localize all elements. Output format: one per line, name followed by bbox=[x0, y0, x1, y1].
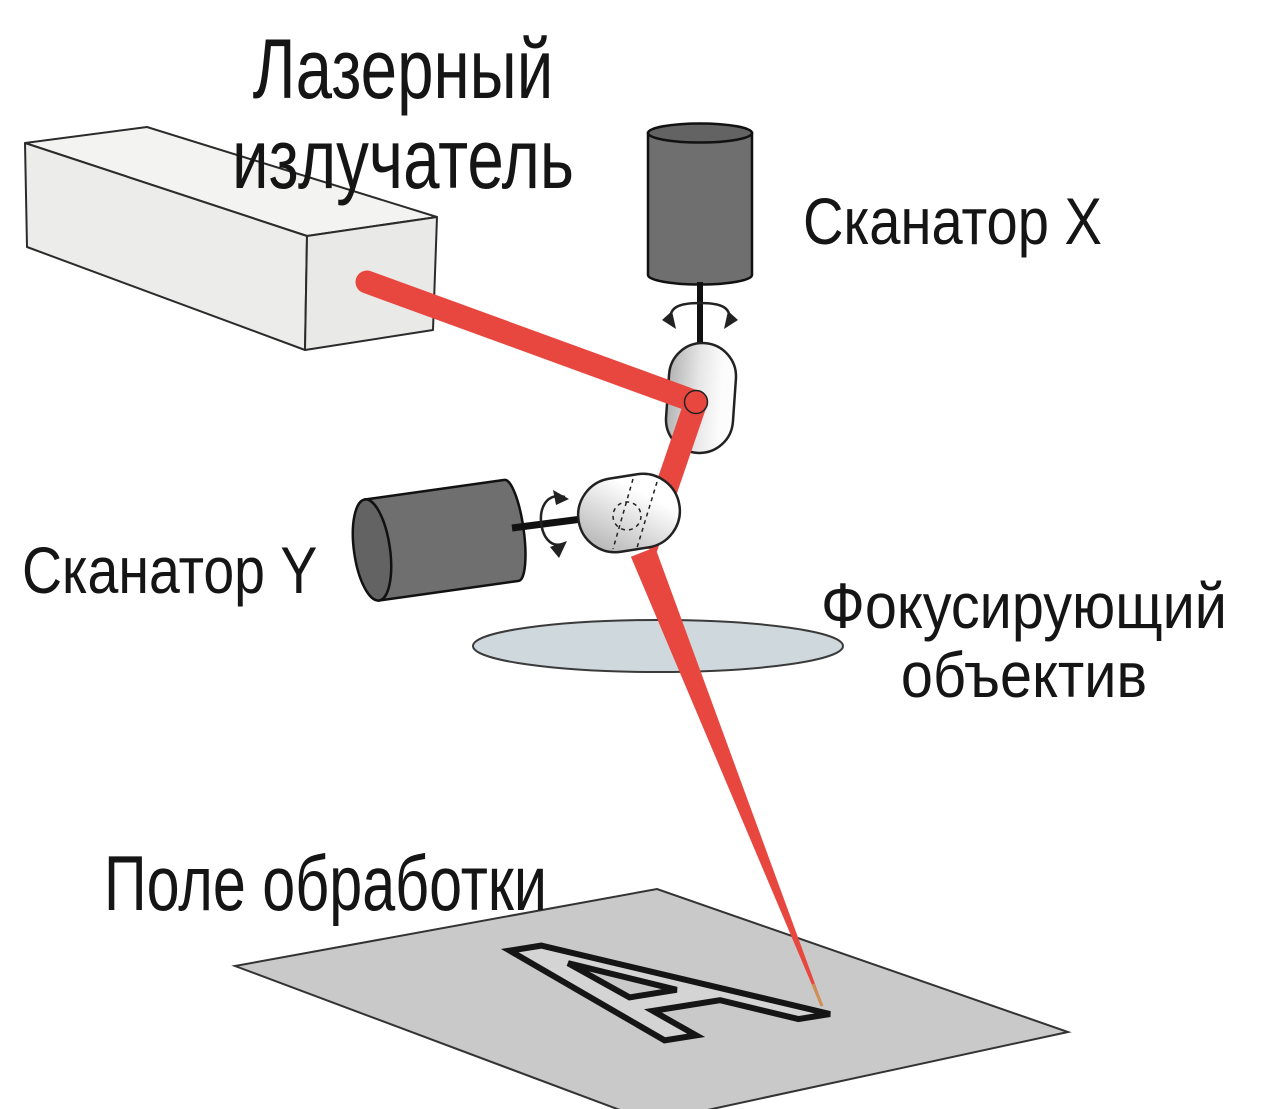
scanner-y-motor bbox=[351, 478, 527, 602]
scanner-x-motor-body bbox=[646, 131, 754, 286]
scanner-x-shaft bbox=[697, 282, 703, 348]
laser-beam-tip bbox=[811, 983, 824, 1007]
scanner-y-motor-body bbox=[363, 478, 527, 602]
laser-beam-bend-spot bbox=[683, 389, 709, 415]
laser-emitter-box bbox=[24, 126, 438, 351]
scanner-y-motor-cap bbox=[351, 498, 393, 602]
scanner-y-mirror bbox=[576, 472, 682, 554]
scanner-x-motor-cap bbox=[646, 122, 754, 144]
focusing-lens bbox=[472, 619, 844, 673]
scanner-y-shaft bbox=[511, 515, 583, 532]
engraved-letter-a-shape bbox=[500, 942, 831, 1044]
laser-beam-emitter-segment bbox=[355, 270, 708, 414]
scanner-y-rotation-arrow bbox=[539, 490, 569, 558]
scanner-x-rotation-arrow bbox=[662, 301, 738, 329]
laser-beam-focused-segment bbox=[630, 547, 823, 1007]
scanner-y-mirror-hidden-edges bbox=[612, 478, 658, 552]
